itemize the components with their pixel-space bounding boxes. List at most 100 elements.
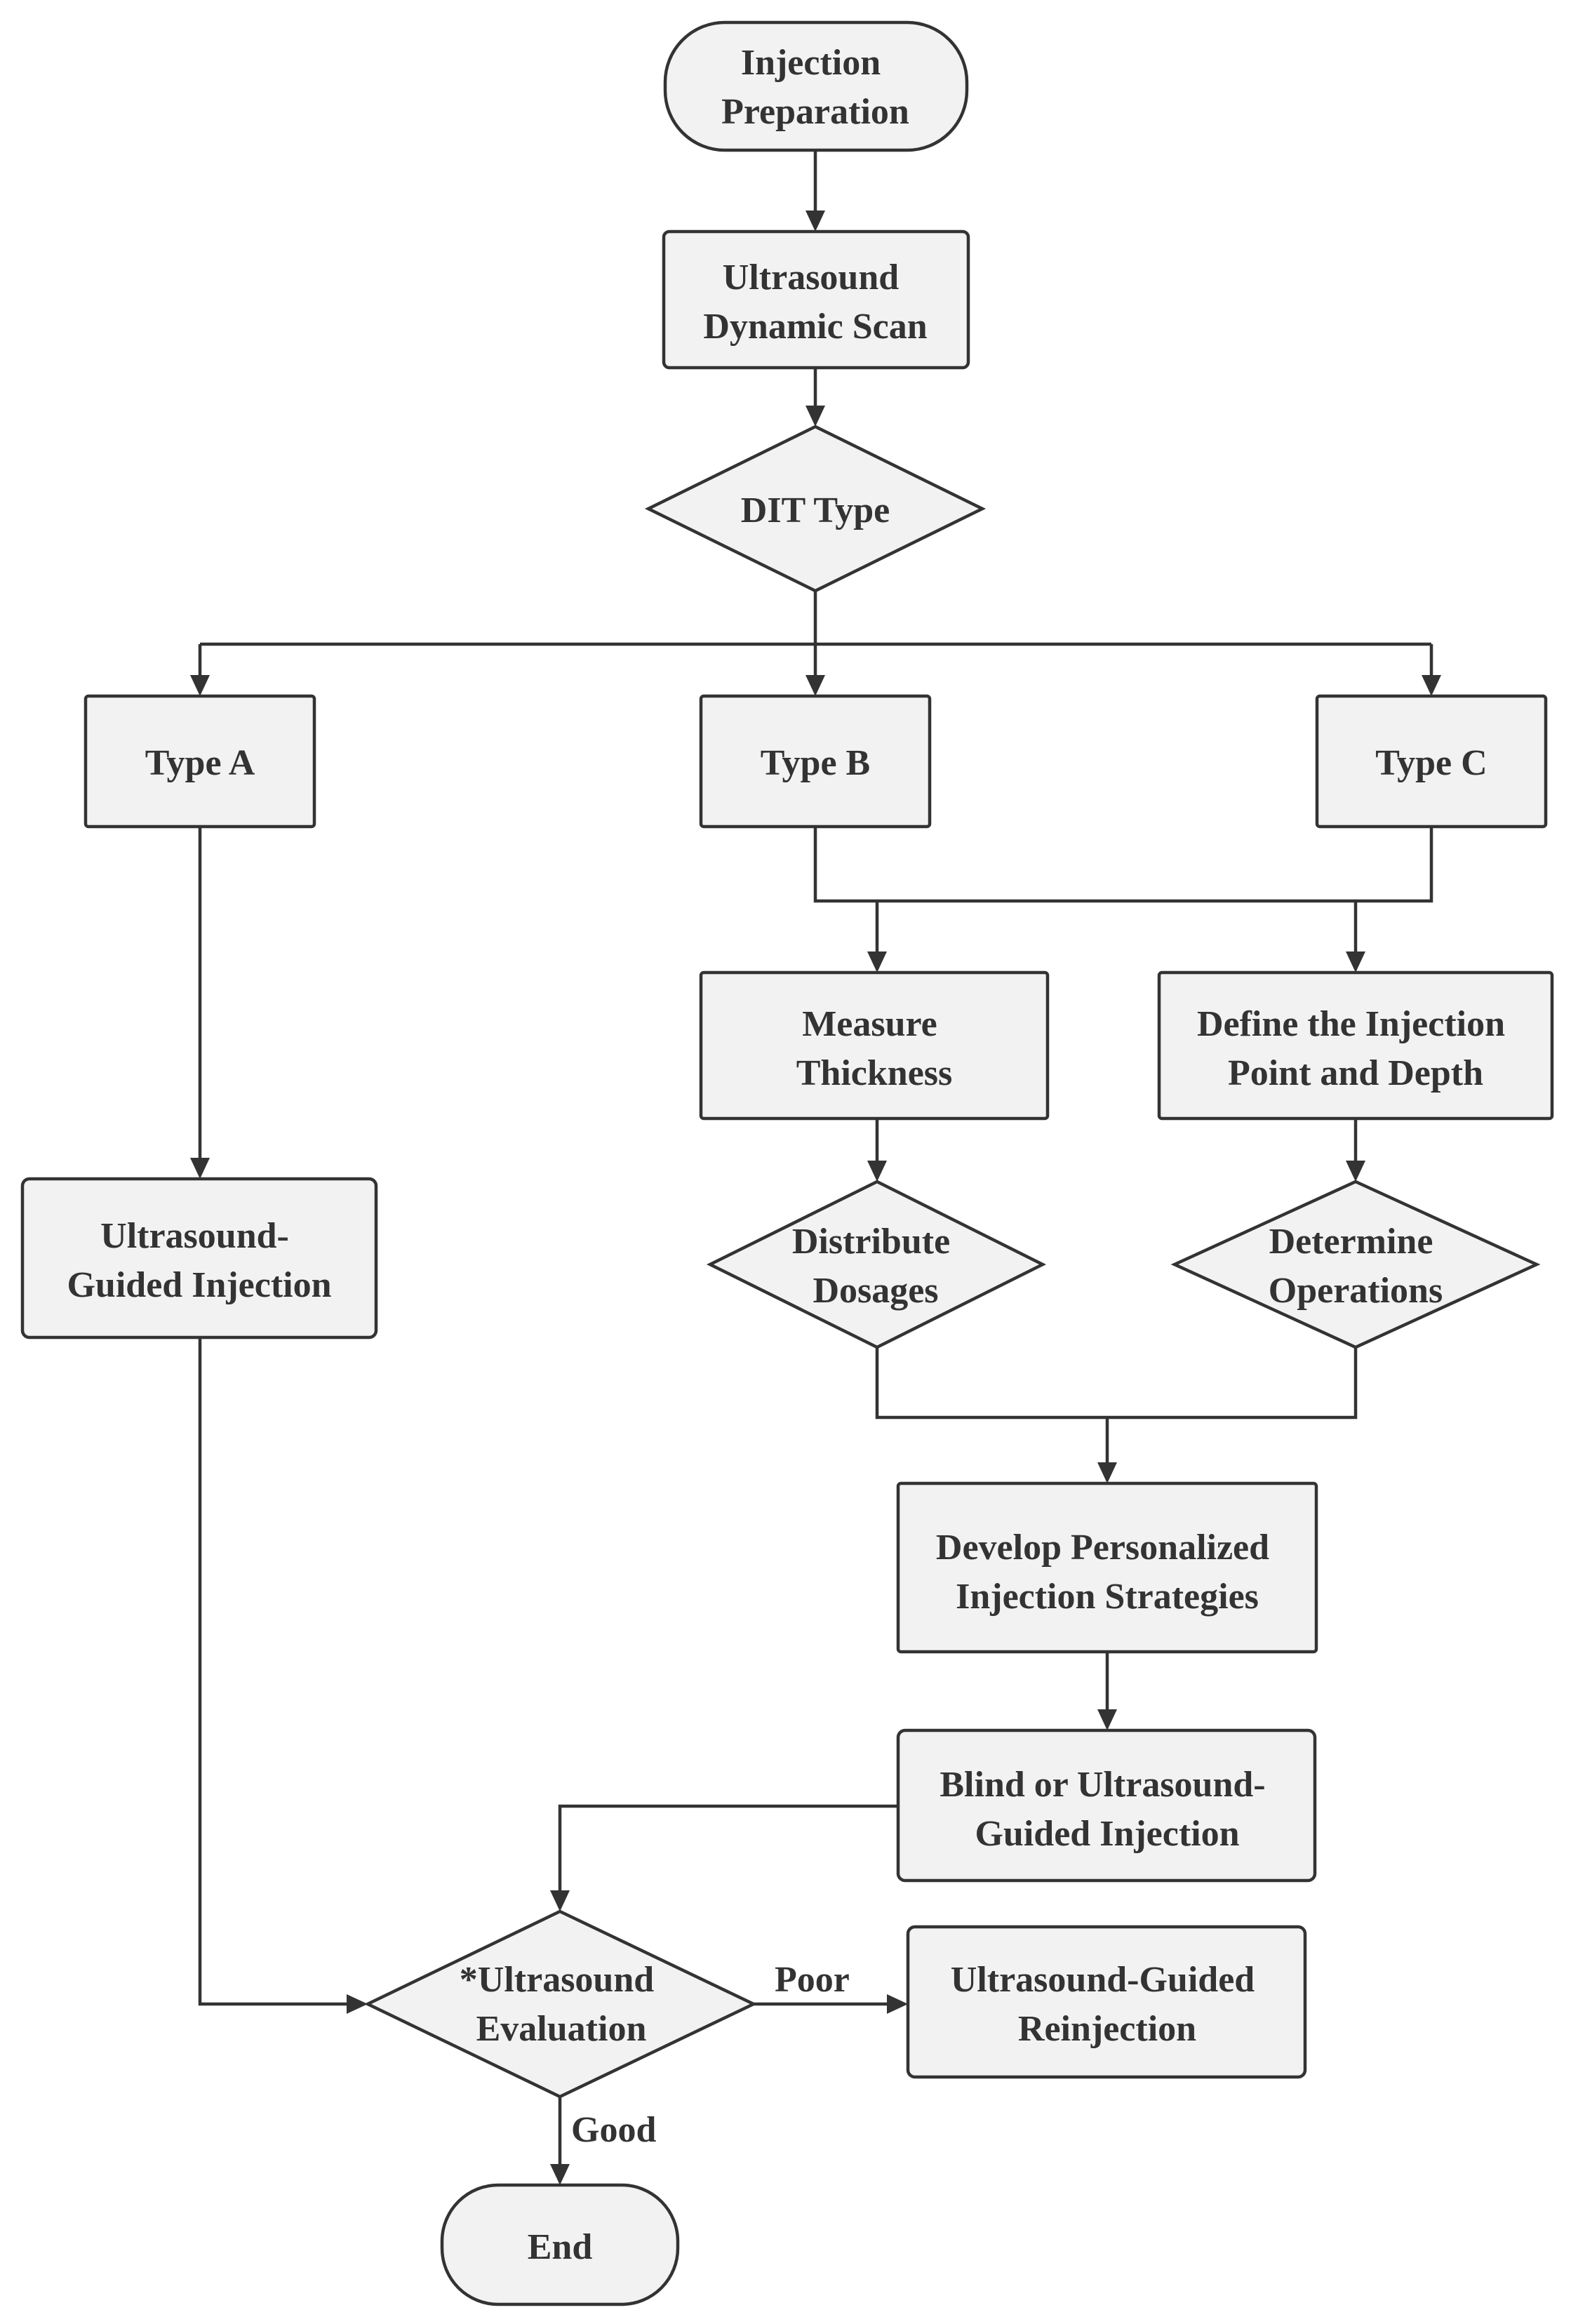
node-determine-operations: Determine Operations [1170,1180,1541,1349]
node-ultrasound-dynamic-scan: Ultrasound Dynamic Scan [662,229,970,370]
svg-text:Define the Injection Poi: Define the Injection Point and Depth [1197,1004,1514,1093]
node-ultrasound-evaluation: *Ultrasound Evaluation [363,1909,758,2099]
node-label-line: Dosages [813,1271,938,1311]
arrowhead [347,1994,368,2014]
node-label-line: Preparation [721,92,909,132]
arrowhead [867,1161,887,1182]
process-shape [906,1925,1307,2079]
arrowhead [805,406,825,427]
node-type-a: Type A [83,694,316,829]
svg-text:Type A: Type A [145,743,255,783]
edge-label-poor: Poor [775,1960,850,2000]
decision-shape [644,425,987,593]
arrowhead [805,211,825,232]
node-label-line: Thickness [796,1053,953,1093]
decision-shape [1170,1180,1541,1349]
process-shape [699,694,932,829]
arrowhead [1346,951,1365,973]
svg-text:Measure Thickness: Measure Thickness [796,1004,953,1093]
process-shape [1315,694,1548,829]
connectors [190,150,1441,2185]
process-shape [20,1177,378,1340]
node-define-injection-point: Define the Injection Point and Depth [1157,970,1554,1121]
edge-injection-to-evaluation [198,1337,347,2006]
node-dit-type: DIT Type [644,425,987,593]
edge-decisions-merge [875,1347,1358,1420]
node-label-line: Ultrasound- [100,1216,289,1256]
node-measure-thickness: Measure Thickness [699,970,1050,1121]
svg-text:Type C: Type C [1375,743,1487,783]
node-label-line: DIT Type [741,490,890,530]
node-label-line: Distribute [792,1222,950,1262]
arrowhead [1097,1709,1117,1730]
svg-text:Distribute Dosages: Distribute Dosages [792,1222,959,1311]
node-end: End [440,2183,680,2306]
node-label-line: Type A [145,743,255,783]
decision-shape [363,1909,758,2099]
decision-shape [706,1180,1047,1349]
node-ultrasound-guided-injection: Ultrasound- Guided Injection [20,1177,378,1340]
arrowhead [1097,1462,1117,1483]
arrowhead [887,1994,908,2014]
edge-label-good: Good [571,2110,656,2150]
process-shape [1157,970,1554,1121]
node-label-line: Type B [761,743,871,783]
node-label-line: Point and Depth [1228,1053,1483,1093]
process-shape [896,1481,1318,1654]
svg-text:Injection Preparation: Injection Preparation [721,43,909,132]
arrowhead [1422,675,1441,696]
svg-text:End: End [528,2227,593,2267]
svg-text:Ultrasound Dynamic Scan: Ultrasound Dynamic Scan [703,258,927,347]
node-type-c: Type C [1315,694,1548,829]
edge-blind-to-evaluation [558,1804,898,1890]
arrowhead [867,951,887,973]
node-label-line: Define the Injection [1197,1004,1505,1044]
node-ultrasound-guided-reinjection: Ultrasound-Guided Reinjection [906,1925,1307,2079]
node-label-line: Injection [741,43,881,83]
arrowhead [190,1158,210,1179]
edge-dit-split [200,591,1431,646]
svg-text:Ultrasound-Guided Reinje: Ultrasound-Guided Reinjection [951,1960,1264,2049]
node-label-line: Measure [802,1004,937,1044]
svg-text:Determine Operations: Determine Operations [1269,1222,1443,1311]
node-label-line: Injection Strategies [956,1577,1259,1617]
node-develop-strategies: Develop Personalized Injection Strategie… [896,1481,1318,1654]
svg-text:Type B: Type B [761,743,871,783]
process-shape [662,229,970,370]
process-shape [83,694,316,829]
node-label-line: Type C [1375,743,1487,783]
node-label-line: Operations [1269,1271,1443,1311]
node-label-line: Dynamic Scan [703,307,927,347]
arrowhead [1346,1161,1365,1182]
node-label-line: *Ultrasound [460,1960,654,2000]
node-label-line: Blind or Ultrasound- [940,1765,1265,1805]
svg-text:DIT Type: DIT Type [741,490,890,530]
svg-text:Ultrasound- Guided Injec: Ultrasound- Guided Injection [67,1216,331,1305]
node-label-line: Guided Injection [975,1814,1239,1854]
svg-text:Develop Personalized Inj: Develop Personalized Injection Strategie… [936,1528,1278,1617]
node-label-line: Ultrasound [723,258,899,298]
arrowhead [550,2164,570,2185]
node-injection-preparation: Injection Preparation [663,20,969,152]
node-distribute-dosages: Distribute Dosages [706,1180,1047,1349]
node-label-line: Ultrasound-Guided [951,1960,1255,2000]
node-label-line: Guided Injection [67,1265,331,1305]
node-label-line: Develop Personalized [936,1528,1269,1568]
arrowhead [190,675,210,696]
arrowhead [550,1890,570,1911]
node-blind-or-ultrasound-injection: Blind or Ultrasound- Guided Injection [896,1728,1317,1883]
node-label-line: End [528,2227,593,2267]
edge-type-bc-merge [813,827,1433,903]
svg-text:Blind or Ultrasound- Gui: Blind or Ultrasound- Guided Injection [940,1765,1274,1854]
node-label-line: Reinjection [1018,2009,1196,2049]
terminal-shape [440,2183,680,2306]
svg-text:*Ultrasound Evaluation: *Ultrasound Evaluation [460,1960,663,2049]
process-shape [699,970,1050,1121]
node-type-b: Type B [699,694,932,829]
node-label-line: Determine [1269,1222,1433,1262]
process-shape [896,1728,1317,1883]
node-label-line: Evaluation [476,2009,647,2049]
arrowhead [805,675,825,696]
terminal-shape [663,20,969,152]
